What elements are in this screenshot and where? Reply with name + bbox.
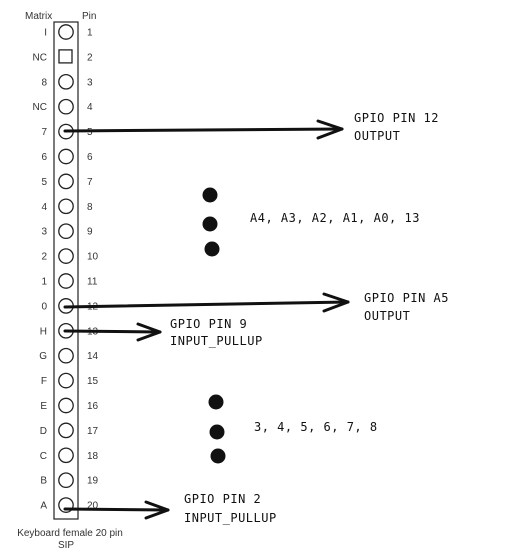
pin-number: 20 — [87, 501, 99, 512]
pin-number: 4 — [87, 102, 93, 113]
pin-number: 5 — [87, 127, 93, 138]
pin-number: 7 — [87, 177, 93, 188]
connector-caption-line1: Keyboard female 20 pin — [17, 528, 123, 539]
annotation-gpio2-line1: GPIO PIN 2 — [184, 492, 261, 506]
pin-row: B 19 — [40, 472, 99, 489]
ellipsis-dots-lower — [208, 394, 226, 464]
pin-pad-circle — [58, 73, 74, 90]
pin-pad-circle — [58, 248, 74, 264]
pin-number: 3 — [87, 77, 93, 88]
pin-number: 10 — [87, 252, 99, 263]
matrix-label: 4 — [41, 202, 47, 213]
pin-number: 17 — [87, 426, 99, 437]
pin-header: Pin — [82, 11, 96, 22]
pin-number: 14 — [87, 351, 99, 362]
pin-row: 2 10 — [41, 248, 99, 264]
pin-pad-circle — [58, 24, 74, 40]
matrix-label: C — [40, 451, 47, 462]
matrix-label: F — [41, 376, 47, 387]
matrix-label: NC — [33, 52, 47, 63]
matrix-label: 7 — [41, 127, 47, 138]
matrix-label: 5 — [41, 177, 47, 188]
matrix-label: 1 — [41, 277, 47, 288]
pin-rows: I1NC283NC47566574839210111012H13G14F15E1… — [33, 24, 99, 513]
pin-row: G 14 — [39, 347, 99, 364]
pin-row: NC 4 — [33, 98, 93, 115]
pin-group-upper: A4, A3, A2, A1, A0, 13 — [250, 211, 420, 225]
pin-number: 19 — [87, 476, 99, 487]
pin-pad-circle — [58, 472, 74, 489]
connector-caption-line2: SIP — [58, 540, 74, 551]
pin-pad-circle — [58, 347, 74, 364]
annotation-gpio9-line1: GPIO PIN 9 — [170, 317, 247, 331]
arrow-pin13 — [63, 322, 162, 342]
pin-number: 6 — [87, 152, 93, 163]
pin-number: 11 — [87, 277, 98, 288]
pin-pad-circle — [58, 198, 74, 215]
matrix-label: E — [40, 401, 47, 412]
pin-number: 2 — [87, 52, 93, 63]
matrix-header: Matrix — [25, 11, 52, 22]
pin-number: 18 — [87, 451, 99, 462]
pin-pad-circle — [58, 447, 74, 464]
pin-number: 1 — [87, 28, 93, 39]
annotation-gpio12-line2: OUTPUT — [354, 129, 400, 143]
matrix-label: B — [40, 476, 47, 487]
pin-pad-circle — [58, 223, 74, 240]
pin-pad-circle — [58, 422, 74, 439]
matrix-label: G — [39, 351, 47, 362]
pin-row: C 18 — [40, 447, 99, 464]
pin-number: 16 — [87, 401, 99, 412]
matrix-label: 0 — [41, 301, 47, 312]
matrix-label: 8 — [41, 77, 47, 88]
pin-group-lower: 3, 4, 5, 6, 7, 8 — [254, 420, 378, 434]
connector-body — [53, 21, 79, 520]
pin-pad-square — [58, 49, 73, 64]
matrix-label: I — [44, 28, 47, 39]
pin-number: 15 — [87, 376, 99, 387]
arrow-pin12 — [63, 292, 350, 313]
pin-row: NC 2 — [33, 49, 93, 64]
annotation-gpioA5-line1: GPIO PIN A5 — [364, 291, 449, 305]
pin-pad-circle — [58, 372, 74, 389]
pin-pad-circle — [58, 397, 74, 414]
arrow-pin20 — [63, 500, 170, 520]
matrix-label: D — [40, 426, 47, 437]
annotation-gpio9-line2: INPUT_PULLUP — [170, 334, 263, 348]
annotation-gpio12-line1: GPIO PIN 12 — [354, 111, 439, 125]
pin-pad-circle — [58, 273, 74, 289]
matrix-label: H — [40, 326, 47, 337]
matrix-label: A — [40, 501, 47, 512]
pin-number: 9 — [87, 227, 93, 238]
pin-pad-circle — [58, 98, 74, 115]
matrix-label: 3 — [41, 227, 47, 238]
arrow-pin5 — [63, 119, 344, 140]
matrix-label: 2 — [41, 252, 47, 263]
pin-pad-circle — [58, 173, 74, 190]
pin-row: D 17 — [40, 422, 99, 439]
annotation-gpioA5-line2: OUTPUT — [364, 309, 410, 323]
pin-pad-circle — [58, 148, 74, 165]
matrix-label: NC — [33, 102, 47, 113]
pin-row: F 15 — [41, 372, 99, 389]
pin-row: E 16 — [40, 397, 99, 414]
matrix-label: 6 — [41, 152, 47, 163]
annotation-gpio2-line2: INPUT_PULLUP — [184, 511, 277, 525]
ellipsis-dots-upper — [202, 187, 220, 257]
pin-number: 8 — [87, 202, 93, 213]
